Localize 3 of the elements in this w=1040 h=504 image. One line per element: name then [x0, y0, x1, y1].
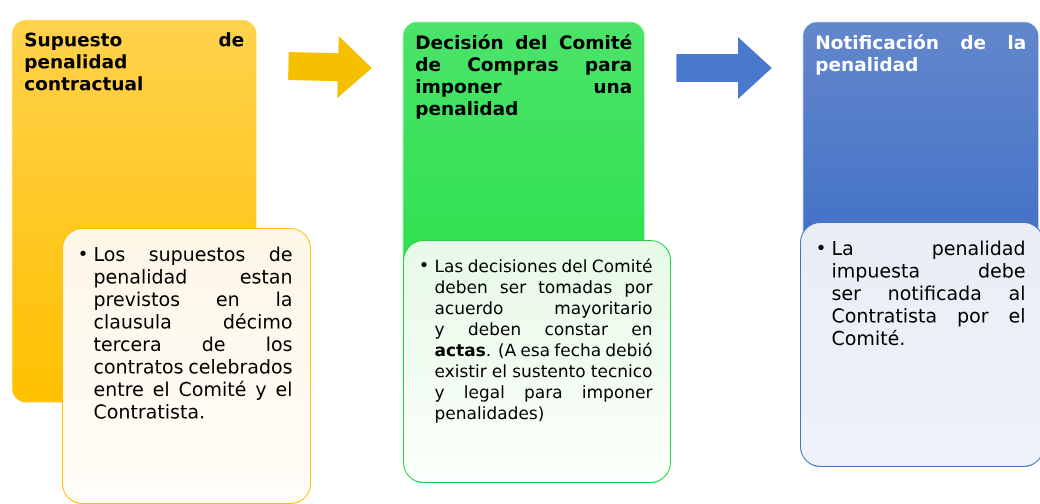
note-box: Los supuestos de penalidad estan previstos en la clausula décimo tercera de los contratos celebrados entre el Comité y el Contratista.: [62, 228, 311, 504]
note-box: Las decisiones del Comité deben ser tomadas por acuerdo mayoritario y deben constar en actas. (A esa fecha debió existir el sustento tecnico y legal para imponer penalidades): [403, 240, 671, 483]
note-box: La penalidad impuesta debe ser notificada al Contratista por el Comité.: [800, 222, 1040, 467]
